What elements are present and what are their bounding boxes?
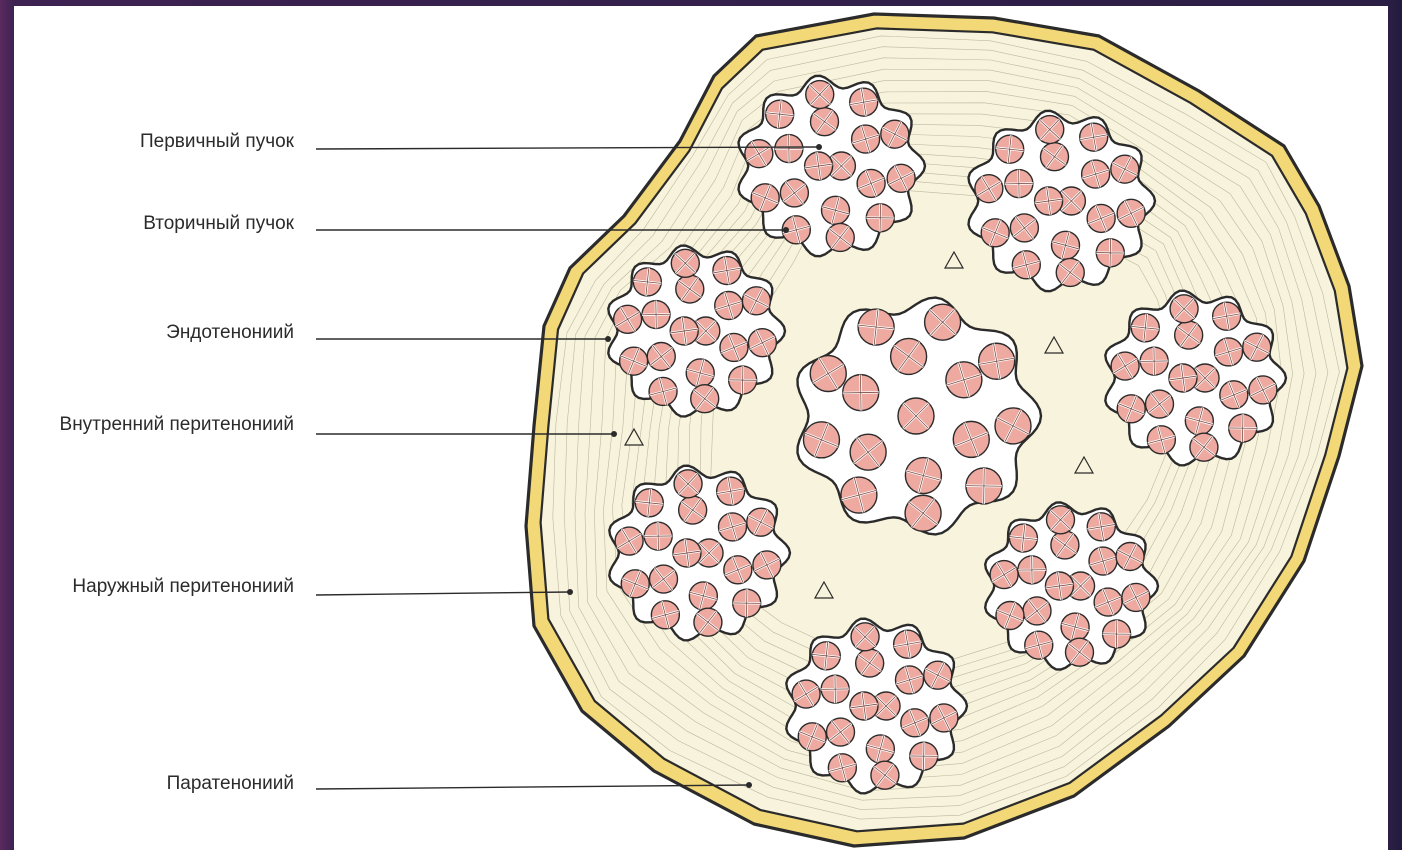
leader-dot — [611, 431, 617, 437]
diagram-canvas: Первичный пучок Вторичный пучок Эндотено… — [14, 6, 1388, 850]
primary-bundle — [1096, 239, 1124, 267]
primary-bundle — [1018, 556, 1046, 584]
label-internal-peritenon: Внутренний перитенониий — [60, 414, 294, 436]
label-secondary-bundle: Вторичный пучок — [143, 213, 294, 235]
label-external-peritenon: Наружный перитенониий — [72, 576, 294, 598]
primary-bundle — [1140, 347, 1168, 375]
primary-bundle — [866, 204, 894, 232]
primary-bundle — [732, 589, 760, 617]
leader-dot — [746, 782, 752, 788]
primary-bundle — [728, 366, 756, 394]
label-endotenon: Эндотенониий — [166, 322, 294, 344]
leader-dot — [605, 336, 611, 342]
primary-bundle — [1102, 620, 1130, 648]
primary-bundle — [644, 522, 672, 550]
leader-dot — [567, 589, 573, 595]
leader-dot — [816, 144, 822, 150]
label-primary-bundle: Первичный пучок — [140, 131, 294, 153]
primary-bundle — [966, 468, 1003, 505]
primary-bundle — [1228, 414, 1256, 442]
primary-bundle — [1005, 169, 1033, 197]
primary-bundle — [642, 300, 670, 328]
primary-bundle — [842, 374, 879, 411]
label-paratenon: Паратенониий — [167, 773, 294, 795]
primary-bundle — [909, 742, 937, 770]
primary-bundle — [775, 134, 803, 162]
leader-dot — [783, 227, 789, 233]
primary-bundle — [821, 675, 849, 703]
